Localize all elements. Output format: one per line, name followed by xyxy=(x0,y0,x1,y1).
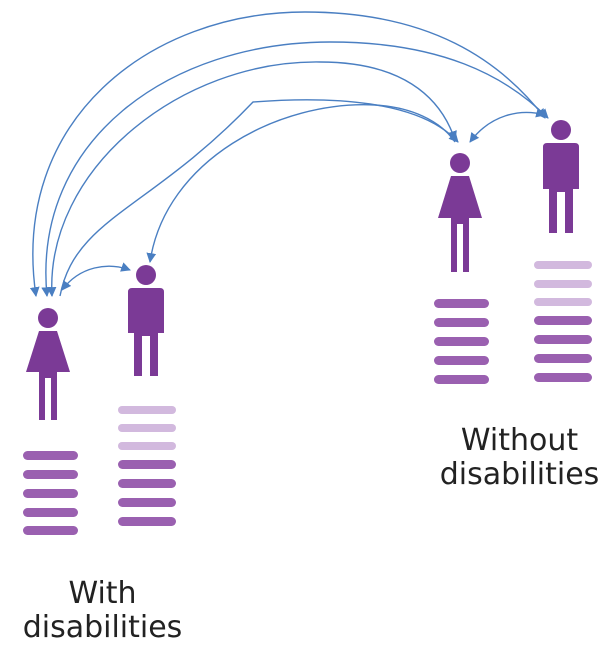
arrow-icon xyxy=(61,262,131,291)
caption-line: disabilities xyxy=(439,457,600,492)
stack-bar xyxy=(434,299,489,308)
stack-bar xyxy=(23,470,78,479)
caption-line: disabilities xyxy=(22,610,183,645)
woman-stack-with xyxy=(23,451,78,535)
man-stack-without xyxy=(534,261,592,382)
arrow-icon xyxy=(41,41,549,297)
stack-bar xyxy=(434,375,489,384)
stack-bar xyxy=(118,442,176,450)
arrow-icon xyxy=(59,99,459,297)
group-with-disabilities xyxy=(23,265,176,535)
arrow-icon xyxy=(469,107,546,143)
group-without-disabilities xyxy=(434,120,592,384)
stack-bar xyxy=(534,373,592,382)
caption-without-disabilities: Without disabilities xyxy=(432,424,607,492)
stack-bar xyxy=(23,489,78,498)
stack-bar xyxy=(534,354,592,363)
stack-bar xyxy=(534,261,592,269)
stack-bar xyxy=(23,526,78,535)
stack-bar xyxy=(434,318,489,327)
woman-icon xyxy=(26,308,70,420)
man-stack-with xyxy=(118,406,176,526)
stack-bar xyxy=(534,298,592,306)
man-icon xyxy=(543,120,579,233)
stack-bar xyxy=(118,424,176,432)
stack-bar xyxy=(434,356,489,365)
caption-line: With xyxy=(68,576,137,611)
man-icon xyxy=(128,265,164,376)
stack-bar xyxy=(23,451,78,460)
woman-icon xyxy=(438,153,482,272)
stack-bar xyxy=(118,498,176,507)
stack-bar xyxy=(118,460,176,469)
caption-with-disabilities: With disabilities xyxy=(0,577,205,645)
stack-bar xyxy=(434,337,489,346)
stack-bar xyxy=(118,517,176,526)
stack-bar xyxy=(118,479,176,488)
woman-stack-without xyxy=(434,299,489,384)
arrows xyxy=(29,11,549,297)
stack-bar xyxy=(534,335,592,344)
stack-bar xyxy=(23,508,78,517)
caption-line: Without xyxy=(460,423,579,458)
stack-bar xyxy=(534,280,592,288)
stack-bar xyxy=(118,406,176,414)
arrow-icon xyxy=(46,61,457,297)
arrow-icon xyxy=(146,104,456,263)
stack-bar xyxy=(534,316,592,325)
